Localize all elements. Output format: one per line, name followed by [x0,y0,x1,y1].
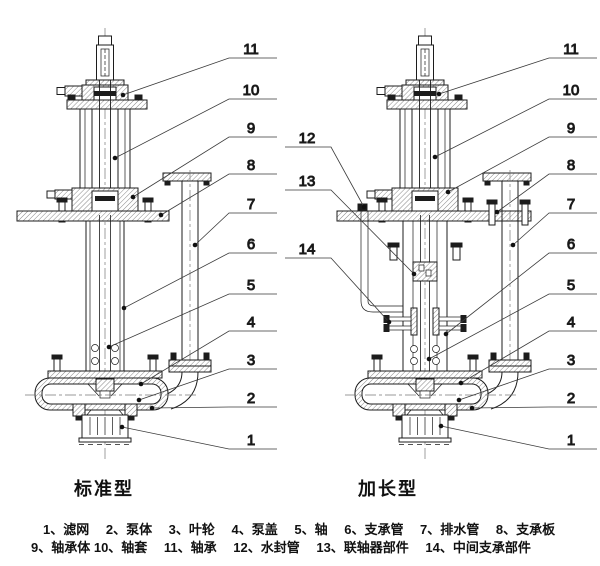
callout-std-1: 1 [247,432,255,449]
callout-ext-3: 3 [567,352,575,369]
extended-pump-support-plate [336,210,532,222]
standard-pump-support-plate [16,210,170,222]
callout-ext-9: 9 [567,120,575,137]
standard-pump-title: 标准型 [73,478,134,499]
legend-line-1: 1、滤网 2、泵体 3、叶轮 4、泵盖 5、轴 6、支承管 7、排水管 8、支承… [43,522,556,537]
callout-std-11: 11 [243,41,259,58]
callout-std-9: 9 [247,120,255,137]
callout-std-7: 7 [247,196,255,213]
extended-pump-title: 加长型 [357,478,418,499]
extended-pump-drawing [336,28,532,462]
callout-ext-5: 5 [567,277,575,294]
callout-ext-8: 8 [567,157,575,174]
extended-pump-intermediate-support [383,307,467,336]
callout-ext-1: 1 [567,432,575,449]
standard-pump-drawing [16,28,212,462]
callout-ext-7: 7 [567,196,575,213]
callout-std-10: 10 [243,82,260,99]
legend-line-2: 9、轴承体 10、轴套 11、轴承 12、水封管 13、联轴器部件 14、中间支… [31,540,531,555]
callout-std-3: 3 [247,352,255,369]
extended-pump-bearing-assembly [366,35,474,223]
extended-pump-callouts-left: 12 13 14 [285,130,417,325]
callout-ext-4: 4 [567,314,575,331]
callout-std-8: 8 [247,157,255,174]
standard-pump-support-pipe [85,215,125,380]
callout-std-6: 6 [247,236,255,253]
callout-ext-14: 14 [299,241,316,258]
standard-pump-callouts: 11 10 9 8 7 6 5 4 3 2 1 [106,41,277,450]
callout-std-4: 4 [247,314,255,331]
extended-pump-coupling [412,261,438,282]
callout-std-5: 5 [247,277,255,294]
callout-ext-6: 6 [567,236,575,253]
callout-ext-11: 11 [563,41,579,58]
callout-ext-13: 13 [299,173,316,190]
extended-pump-callouts-right: 11 10 9 8 7 6 5 4 3 2 1 [426,41,597,450]
callout-ext-12: 12 [299,130,316,147]
standard-pump-drain-pipe [162,169,212,410]
callout-std-2: 2 [247,390,255,407]
callout-ext-10: 10 [563,82,580,99]
callout-ext-2: 2 [567,390,575,407]
